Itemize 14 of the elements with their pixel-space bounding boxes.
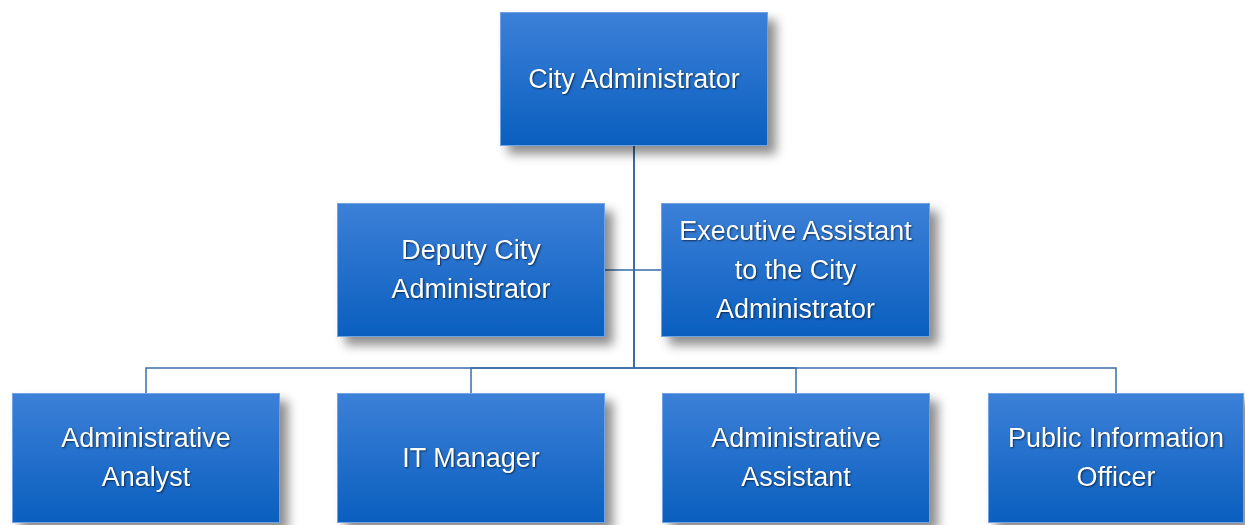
position-box [337, 393, 605, 523]
position-title: Administrative Assistant [710, 422, 882, 494]
position-title: Deputy City Administrator [390, 234, 552, 306]
position-title: IT Manager [402, 441, 540, 475]
position-box [661, 203, 930, 337]
position-box [500, 12, 768, 146]
position-box [662, 393, 930, 523]
position-box [12, 393, 280, 523]
position-box [988, 393, 1244, 523]
position-title: City Administrator [528, 62, 740, 96]
position-title: Executive Assistant to the City Administrator [678, 214, 913, 326]
position-title: Public Information Officer [1006, 422, 1226, 494]
position-box [337, 203, 605, 337]
position-title: Administrative Analyst [60, 422, 232, 494]
